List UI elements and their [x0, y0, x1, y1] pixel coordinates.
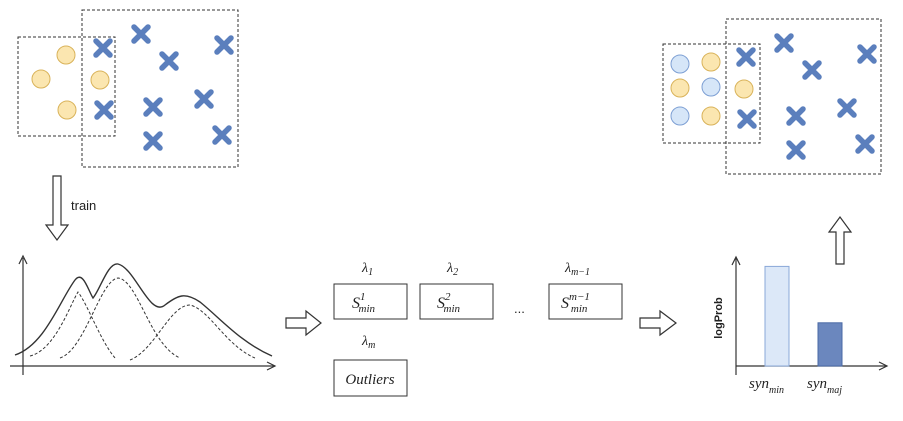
subset-box — [419, 283, 494, 320]
majority-samples — [93, 24, 234, 151]
hollow-arrow-icon — [285, 309, 322, 337]
bar-label: synmaj — [807, 376, 842, 396]
x-mark-icon — [143, 131, 163, 151]
outliers-group: λm Outliers — [333, 334, 408, 397]
circle-icon — [701, 52, 721, 72]
circle-icon — [670, 106, 690, 126]
circle-icon — [701, 106, 721, 126]
x-mark-icon — [143, 97, 163, 117]
x-mark-icon — [94, 100, 114, 120]
x-mark-icon — [93, 38, 113, 58]
outliers-box — [333, 359, 408, 397]
x-axis-arrowhead — [878, 361, 889, 371]
x-mark-icon — [212, 125, 232, 145]
circle-icon — [670, 78, 690, 98]
component-1-curve — [29, 291, 116, 359]
balanced-data-panel — [662, 18, 882, 175]
gmm-density-plot — [10, 254, 277, 375]
circle-icon — [31, 69, 51, 89]
lambda-label: λ2 — [446, 261, 458, 278]
subset-box — [333, 283, 408, 320]
x-mark-icon — [131, 24, 151, 44]
bar-maj — [817, 322, 843, 367]
bar-labels: synmin synmaj — [749, 376, 842, 396]
x-mark-icon — [837, 98, 857, 118]
circle-icon — [57, 100, 77, 120]
majority-samples — [736, 33, 877, 160]
subset-box — [548, 283, 623, 320]
circle-icon — [701, 77, 721, 97]
hollow-arrow-icon — [44, 175, 70, 242]
y-axis-arrowhead — [731, 255, 741, 266]
circle-icon — [90, 70, 110, 90]
x-mark-icon — [194, 89, 214, 109]
lambda-label: λm−1 — [564, 261, 590, 278]
x-mark-icon — [214, 35, 234, 55]
x-mark-icon — [786, 106, 806, 126]
y-axis-label: logProb — [713, 297, 725, 339]
x-mark-icon — [855, 134, 875, 154]
x-mark-icon — [802, 60, 822, 80]
y-axis-arrowhead — [18, 254, 28, 265]
lambda-label: λ1 — [361, 261, 373, 278]
circle-icon — [56, 45, 76, 65]
mixture-density-curve — [14, 263, 273, 357]
x-mark-icon — [159, 51, 179, 71]
outliers-label: Outliers — [345, 372, 394, 388]
x-mark-icon — [857, 44, 877, 64]
train-label: train — [71, 198, 96, 213]
minority-region-box — [662, 43, 761, 144]
circle-icon — [734, 79, 754, 99]
train-arrow: train — [44, 175, 96, 242]
x-mark-icon — [737, 109, 757, 129]
logprob-bar-chart: logProb synmin synmaj — [713, 255, 889, 396]
circle-icon — [670, 54, 690, 74]
x-mark-icon — [774, 33, 794, 53]
x-mark-icon — [786, 140, 806, 160]
majority-region-box — [725, 18, 882, 175]
bar-label: synmin — [749, 376, 784, 396]
hollow-arrow-icon — [639, 309, 677, 337]
lambda-label: λm — [361, 334, 375, 351]
minority-region-box — [17, 36, 116, 137]
minority-samples — [31, 45, 110, 120]
bar-min — [764, 265, 790, 367]
majority-region-box — [81, 9, 239, 168]
original-data-panel — [17, 9, 239, 168]
component-2-curve — [59, 277, 181, 359]
component-3-curve — [129, 304, 256, 361]
x-axis-arrowhead — [266, 361, 277, 371]
minority-and-synthetic-samples — [670, 52, 754, 126]
ellipsis: ... — [514, 301, 525, 316]
hollow-arrow-icon — [827, 215, 853, 265]
x-mark-icon — [736, 47, 756, 67]
bars — [764, 265, 843, 367]
